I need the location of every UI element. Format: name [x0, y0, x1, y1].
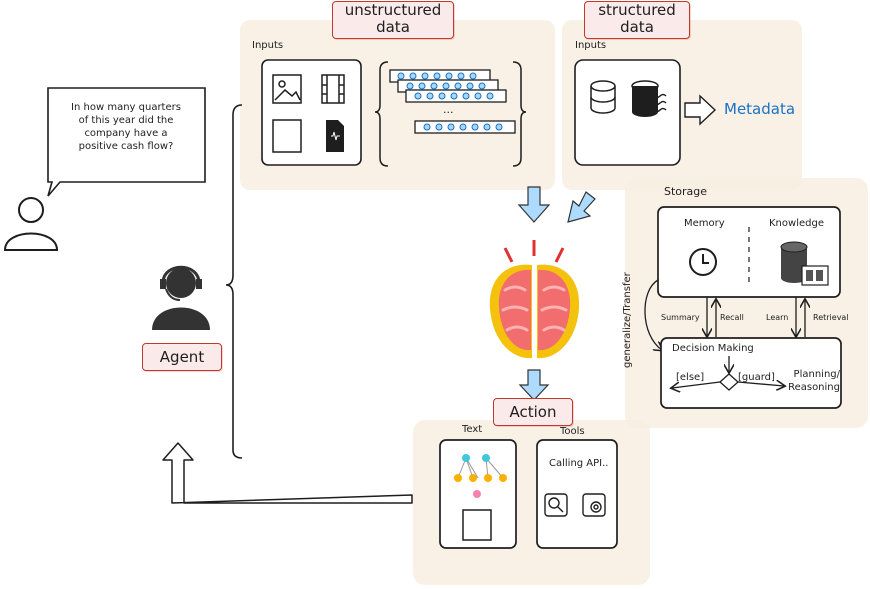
down-arrow-action: [518, 369, 550, 401]
action-label: Action: [493, 398, 573, 426]
left-brace: [225, 104, 243, 459]
chunks-ellipsis: ...: [443, 103, 454, 116]
metadata-label: Metadata: [724, 100, 796, 118]
agent-icon: [152, 265, 210, 330]
storage-arrows: [644, 279, 805, 350]
summary-label: Summary: [661, 313, 700, 322]
tools-label: Tools: [560, 426, 585, 437]
image-icon: [272, 74, 302, 104]
agent-label: Agent: [142, 343, 222, 371]
speech-bubble: [47, 87, 206, 197]
network-icon: [454, 454, 507, 498]
audio-file-icon: [326, 120, 344, 152]
inputs-right-label: Inputs: [575, 40, 607, 51]
feedback-arrow: [162, 442, 413, 504]
database-wave-icon: [631, 80, 667, 117]
memory-label: Memory: [684, 218, 725, 229]
else-label: [else]: [676, 372, 705, 383]
chunk-gems: [397, 72, 503, 131]
retrieval-label: Retrieval: [813, 313, 849, 322]
knowledge-label: Knowledge: [769, 218, 824, 229]
decision-making-box: [660, 337, 842, 409]
document-icon: [272, 119, 302, 153]
search-tool-icon: [544, 493, 568, 517]
inputs-left-label: Inputs: [252, 40, 284, 51]
question-text: In how many quarters of this year did th…: [71, 102, 181, 152]
chunks-brace-right: [512, 61, 527, 167]
generalize-label: generalize/Transfer: [622, 272, 633, 368]
gear-tool-icon: [582, 493, 606, 517]
chunks-brace-left: [374, 61, 389, 167]
guard-label: [guard]: [738, 372, 775, 383]
file-icon: [462, 509, 492, 541]
down-arrow-left: [517, 186, 551, 223]
tools-box: [536, 439, 618, 549]
planning-label: Planning/ Reasoning: [788, 369, 840, 393]
database-icon: [590, 80, 616, 114]
knowledge-base-icon: [780, 241, 829, 286]
unstructured-data-label: unstructured data: [332, 1, 454, 39]
user-icon: [3, 197, 59, 251]
structured-data-label: structured data: [584, 1, 690, 39]
brain-icon: [489, 240, 580, 359]
decision-flow: [672, 356, 784, 390]
storage-label: Storage: [664, 185, 708, 198]
learn-label: Learn: [766, 313, 789, 322]
clock-icon: [689, 248, 717, 276]
film-icon: [321, 74, 345, 104]
metadata-arrow: [684, 94, 717, 126]
decision-making-label: Decision Making: [672, 343, 754, 354]
recall-label: Recall: [720, 313, 744, 322]
down-arrow-right: [567, 191, 596, 223]
text-label: Text: [462, 424, 483, 435]
structured-inputs-box: [574, 59, 681, 166]
calling-api-label: Calling API..: [549, 458, 609, 469]
